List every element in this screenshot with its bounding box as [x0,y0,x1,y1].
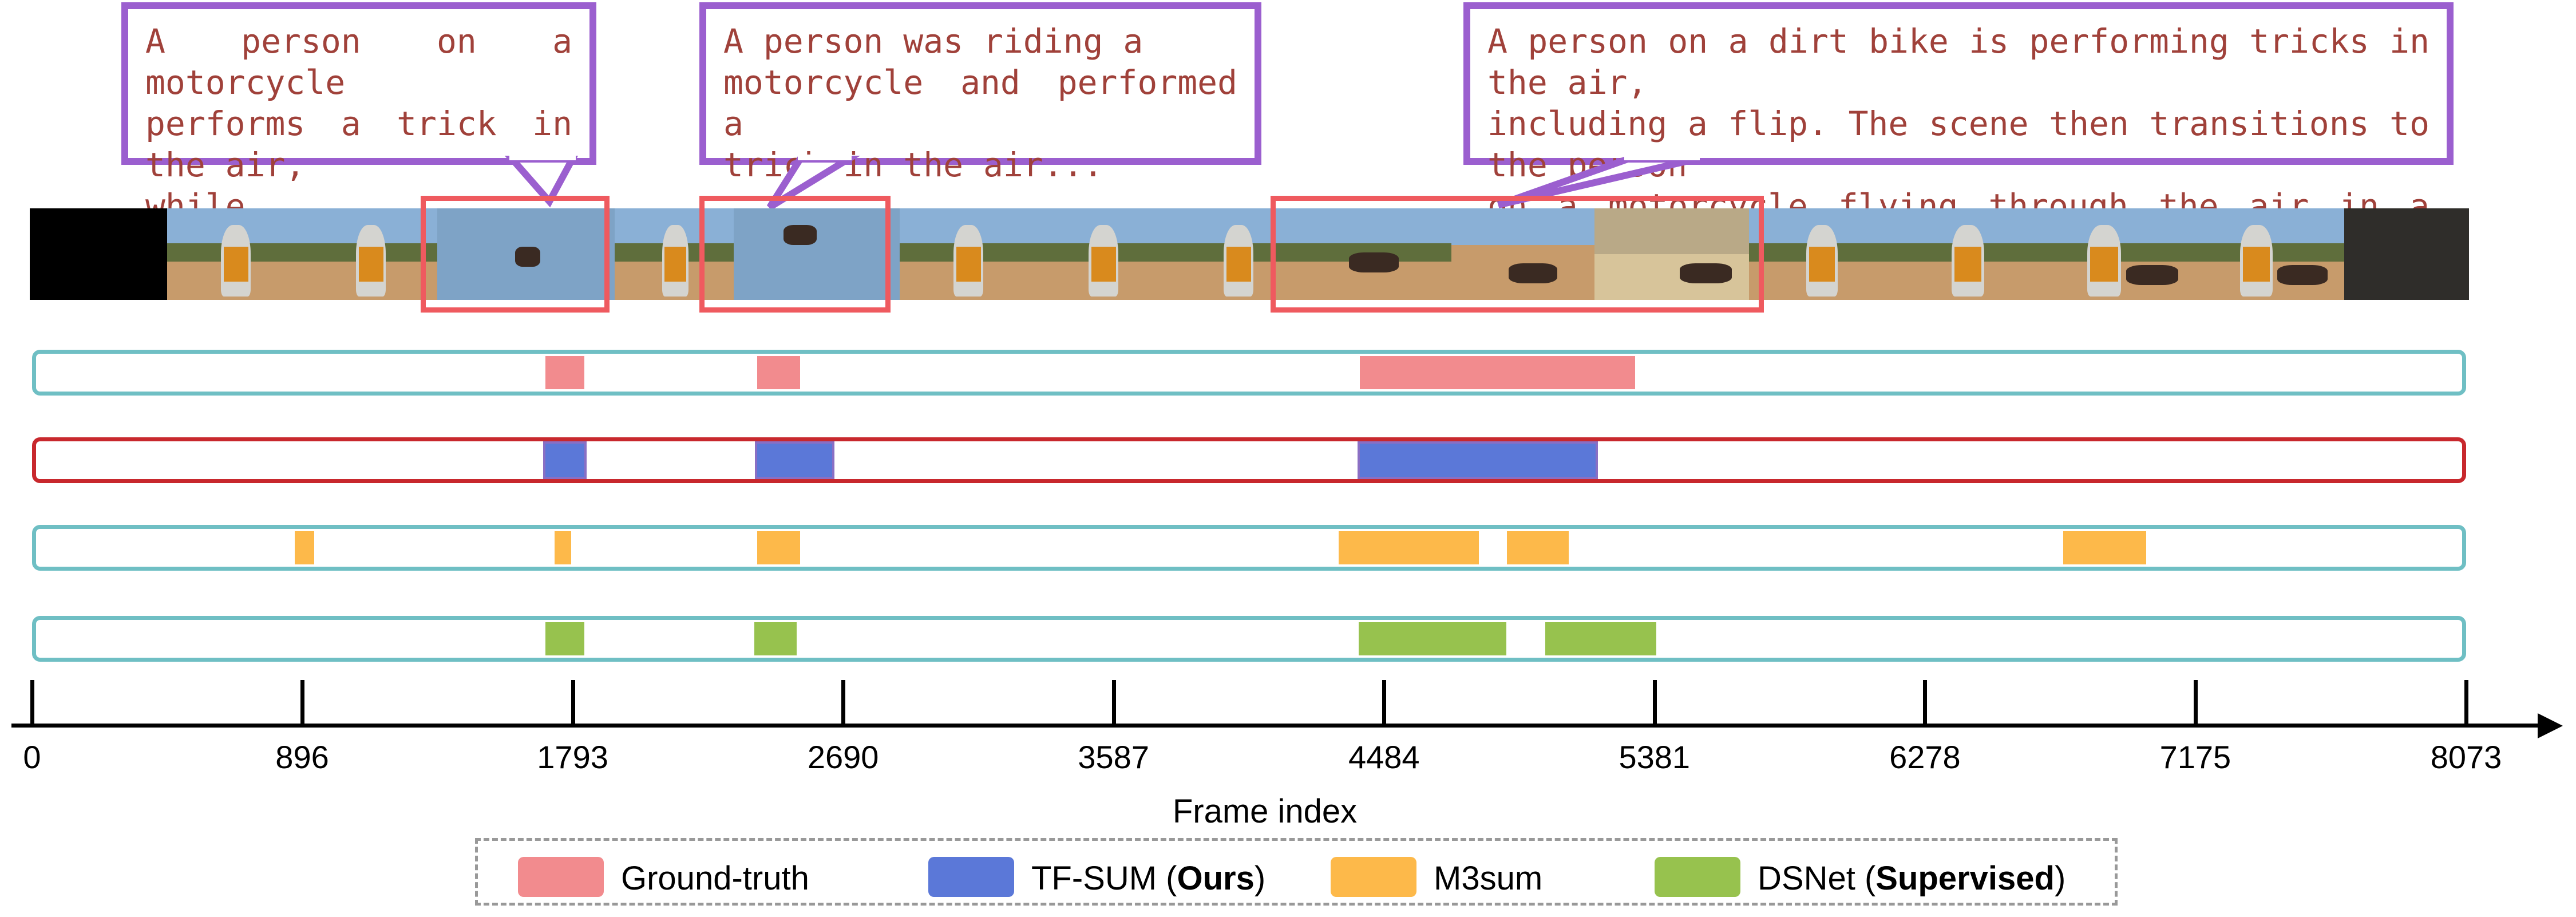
x-axis-tick [1923,680,1928,726]
legend-label-tf-sum-text: TF-SUM ( [1031,860,1177,897]
frame-thumbnail [2041,208,2195,300]
x-axis-title: Frame index [1172,793,1358,830]
keyframe-highlight-3 [1271,196,1764,313]
caption-3-line-2: including a flip. The scene then transit… [1487,104,2429,184]
summary-segment [1336,529,1481,567]
x-axis-tick [1382,680,1387,726]
frame-thumbnail [30,208,167,300]
x-axis-tick [2464,680,2468,726]
x-axis-tick-label: 4484 [1348,739,1420,775]
legend-label-dsnet-text: DSNet ( [1758,860,1876,897]
summary-segment [543,354,587,392]
legend-label-dsnet: DSNet (Supervised) [1758,859,2065,898]
callout-tails [504,155,1700,211]
summary-segment [1356,620,1509,658]
legend-swatch-ground-truth [518,857,604,897]
caption-1-line-1: A person on a motorcycle [145,22,572,102]
legend-label-m3sum: M3sum [1434,860,1543,897]
frame-thumbnail [2344,208,2469,300]
x-axis-tick-label: 0 [23,739,41,775]
frame-thumbnail [1451,208,1594,300]
summary-segment [292,529,317,567]
x-axis-tick [1652,680,1657,726]
x-axis-tick [30,680,34,726]
x-axis-arrow [2538,713,2563,738]
callout-1-tail [504,156,579,208]
legend-label-dsnet-bold: Supervised [1875,860,2055,897]
x-axis-tick-label: 7175 [2159,739,2231,775]
x-axis-tick [2193,680,2198,726]
legend-swatch-tf-sum [928,857,1014,897]
frame-thumbnail [1305,208,1451,300]
caption-callout-2: A person was riding a motorcycle and per… [699,2,1261,184]
x-axis-tick-label: 2690 [807,739,879,775]
frame-thumbnail [734,208,900,300]
frame-thumbnail [1892,208,2041,300]
frame-thumbnail [615,208,734,300]
legend: Ground-truth TF-SUM (Ours) M3sum DSNet (… [475,838,2118,906]
summary-segment [755,441,835,479]
legend-label-tf-sum-bold: Ours [1177,860,1255,897]
caption-3-line-1: A person on a dirt bike is performing tr… [1487,22,2429,102]
x-axis-tick-label: 6278 [1889,739,1961,775]
summary-segment [1543,620,1659,658]
legend-label-tf-sum-suffix: ) [1254,860,1266,897]
frame-thumbnail [167,208,302,300]
legend-swatch-m3sum [1331,857,1416,897]
x-axis-tick-label: 5381 [1619,739,1691,775]
summary-segment [1505,529,1571,567]
track-dsnet [32,616,2466,662]
summary-segment [543,441,587,479]
legend-swatch-dsnet [1655,857,1740,897]
frame-thumbnail [437,208,615,300]
summary-segment [755,529,803,567]
x-axis-tick-label: 1793 [537,739,608,775]
x-axis-tick [300,680,305,726]
x-axis-line [11,724,2541,728]
x-axis-tick [841,680,846,726]
summary-segment [543,620,587,658]
legend-label-tf-sum: TF-SUM (Ours) [1031,859,1265,898]
track-m3sum [32,525,2466,571]
x-axis-tick-label: 8073 [2430,739,2502,775]
keyframe-highlight-1 [421,196,610,313]
frame-thumbnail [2195,208,2344,300]
video-frame-strip [30,208,2469,300]
x-axis-tick-label: 896 [275,739,329,775]
callout-3-tail-mask [1624,155,1700,160]
frame-thumbnail [1170,208,1305,300]
keyframe-highlight-2 [699,196,891,313]
summary-segment [552,529,574,567]
caption-callout-3: A person on a dirt bike is performing tr… [1463,2,2454,267]
summary-segment [755,354,803,392]
summary-segment [752,620,799,658]
callout-2-tail-mask [798,155,852,160]
summary-segment [1358,441,1598,479]
track-tf-sum [32,437,2466,483]
x-axis-tick [571,680,575,726]
frame-thumbnail [1749,208,1892,300]
x-axis-tick [1111,680,1116,726]
caption-2-line-1: A person was riding a [723,22,1143,61]
frame-thumbnail [1035,208,1170,300]
caption-2-line-2: motorcycle and performed a [723,63,1237,143]
summary-segment [1358,354,1637,392]
frame-thumbnail [900,208,1035,300]
frame-thumbnail [302,208,437,300]
frame-thumbnail [1594,208,1749,300]
track-ground-truth [32,350,2466,396]
callout-1-tail-mask [509,155,576,160]
summary-segment [2061,529,2148,567]
x-axis-tick-label: 3587 [1078,739,1149,775]
caption-1-line-2: performs a trick in the air, [145,104,572,184]
legend-label-ground-truth: Ground-truth [621,860,809,897]
legend-label-dsnet-suffix: ) [2054,860,2066,897]
